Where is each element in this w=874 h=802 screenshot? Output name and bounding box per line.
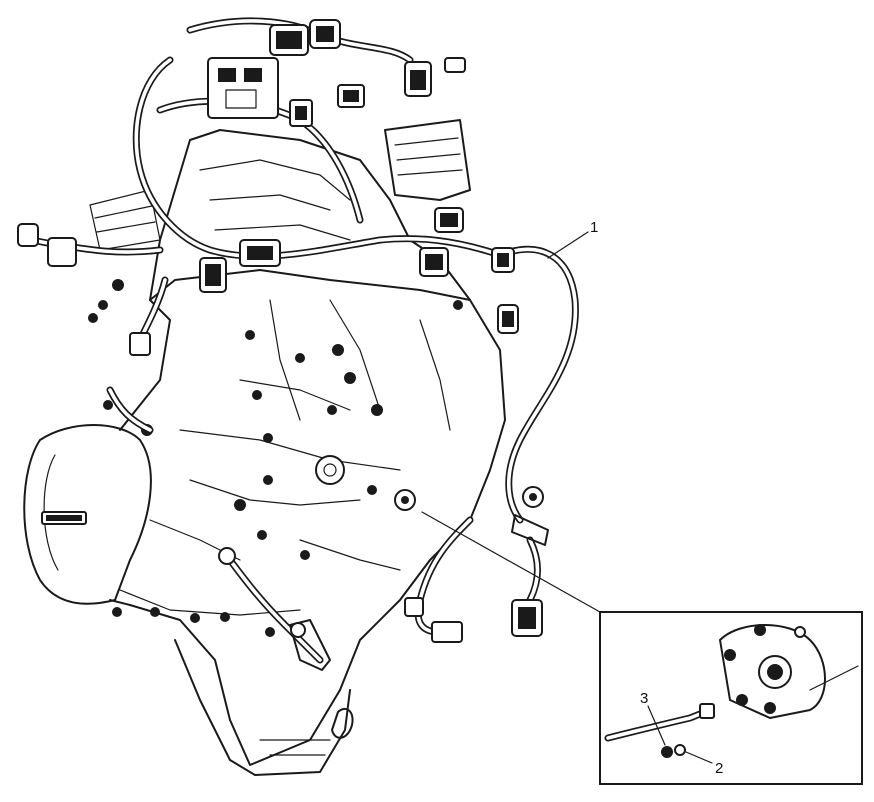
neutral-switch [289, 619, 331, 671]
leader-2 [685, 751, 713, 764]
connector-left [17, 223, 39, 247]
connector-left-2 [47, 237, 77, 267]
drain-fitting [331, 707, 354, 739]
detail-nut [661, 746, 673, 758]
crankcase [109, 269, 506, 766]
callout-1: 1 [590, 219, 598, 236]
detail-leader [421, 511, 601, 613]
detail-washer [674, 744, 686, 756]
harness-clamp [511, 514, 549, 546]
detail-frame [599, 611, 863, 785]
clutch-cover [23, 424, 152, 605]
connector-top-4 [444, 57, 466, 73]
connector-gear-sensor-2 [431, 621, 463, 643]
bolt-heads [88, 279, 463, 637]
rear-cylinder [384, 119, 471, 201]
engine-block [23, 119, 506, 776]
detail-cable-end [699, 703, 715, 719]
ecu-connector-block [207, 57, 279, 119]
leader-3 [647, 705, 666, 746]
callout-2: 2 [715, 760, 723, 777]
connectors [17, 19, 549, 671]
detail-sensor-housing [719, 624, 826, 719]
fitting-round [315, 455, 345, 485]
detail-inset [599, 611, 863, 785]
connector-gear-sensor [404, 597, 424, 617]
connector-lower-left [129, 332, 151, 356]
callout-3: 3 [640, 690, 648, 707]
oil-sump [174, 639, 351, 776]
leader-1 [547, 231, 589, 259]
lead-grommet [218, 547, 236, 565]
